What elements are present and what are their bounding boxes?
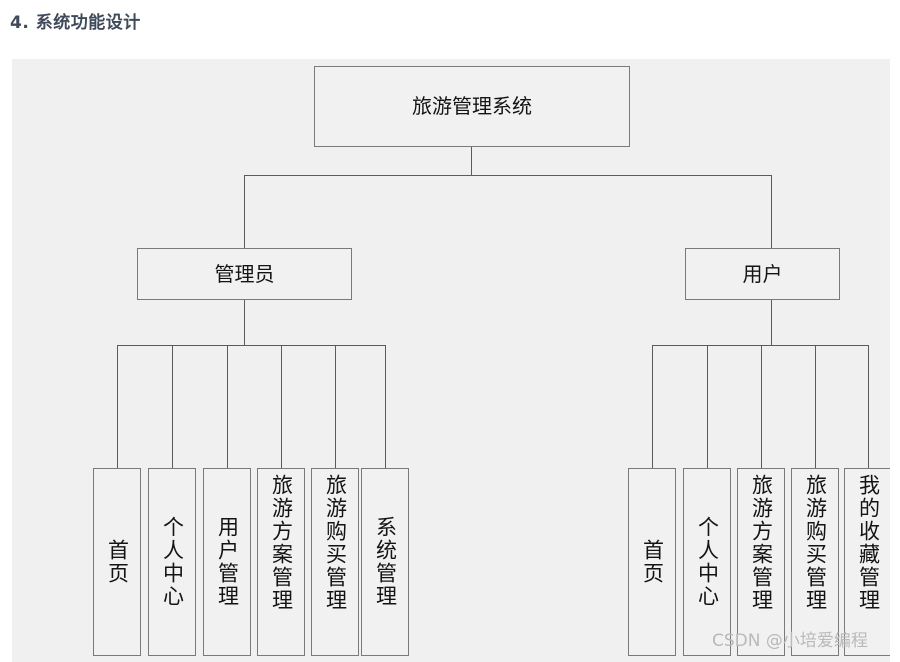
- tree-leaf-admin-3[interactable]: 旅游方案管理: [257, 468, 305, 656]
- tree-leaf-user-4[interactable]: 我的收藏管理: [844, 468, 890, 656]
- connector-user-riser: [771, 175, 772, 248]
- tree-leaf-admin-5[interactable]: 系统管理: [361, 468, 409, 656]
- connector-user-leaf-riser-0: [652, 345, 653, 468]
- tree-leaf-user-3-label: 旅游购买管理: [803, 474, 828, 612]
- tree-leaf-user-0[interactable]: 首页: [628, 468, 676, 656]
- connector-admin-leaf-riser-1: [172, 345, 173, 468]
- tree-node-root[interactable]: 旅游管理系统: [314, 66, 630, 147]
- connector-admin-riser: [244, 175, 245, 248]
- tree-leaf-admin-3-label: 旅游方案管理: [269, 474, 294, 612]
- page-title: 4. 系统功能设计: [10, 13, 141, 33]
- connector-admin-leaf-riser-5: [385, 345, 386, 468]
- connector-user-leaf-riser-1: [707, 345, 708, 468]
- tree-node-root-label: 旅游管理系统: [412, 94, 532, 118]
- tree-node-user-label: 用户: [742, 261, 783, 286]
- tree-leaf-user-3[interactable]: 旅游购买管理: [791, 468, 839, 656]
- tree-leaf-admin-2-label: 用户管理: [215, 516, 240, 608]
- tree-leaf-admin-1[interactable]: 个人中心: [148, 468, 196, 656]
- connector-user-leaf-riser-3: [815, 345, 816, 468]
- tree-leaf-admin-2[interactable]: 用户管理: [203, 468, 251, 656]
- connector-admin-drop: [244, 300, 245, 345]
- tree-node-admin-label: 管理员: [214, 261, 275, 286]
- tree-leaf-user-0-label: 首页: [640, 539, 665, 585]
- tree-leaf-user-1[interactable]: 个人中心: [683, 468, 731, 656]
- tree-leaf-user-4-label: 我的收藏管理: [856, 474, 881, 612]
- tree-leaf-admin-0[interactable]: 首页: [93, 468, 141, 656]
- connector-root-drop: [471, 147, 472, 175]
- tree-leaf-admin-1-label: 个人中心: [160, 516, 185, 608]
- tree-leaf-user-1-label: 个人中心: [695, 516, 720, 608]
- tree-leaf-user-2[interactable]: 旅游方案管理: [737, 468, 785, 656]
- connector-admin-leaf-riser-0: [117, 345, 118, 468]
- tree-node-admin[interactable]: 管理员: [137, 248, 352, 300]
- connector-user-leaf-riser-4: [868, 345, 869, 468]
- connector-admin-leaf-riser-2: [227, 345, 228, 468]
- connector-admin-leaf-riser-4: [335, 345, 336, 468]
- tree-node-user[interactable]: 用户: [685, 248, 840, 300]
- tree-leaf-admin-5-label: 系统管理: [373, 516, 398, 608]
- tree-leaf-admin-4[interactable]: 旅游购买管理: [311, 468, 359, 656]
- tree-leaf-admin-0-label: 首页: [105, 539, 130, 585]
- connector-admin-leaf-bus: [117, 345, 385, 346]
- connector-user-leaf-bus: [652, 345, 868, 346]
- tree-leaf-admin-4-label: 旅游购买管理: [323, 474, 348, 612]
- connector-admin-leaf-riser-3: [281, 345, 282, 468]
- tree-leaf-user-2-label: 旅游方案管理: [749, 474, 774, 612]
- connector-level2-bus: [244, 175, 772, 176]
- diagram-canvas: 旅游管理系统 管理员 用户 首页 个人中心 用户管理 旅游方案管理 旅游购买管理…: [12, 59, 890, 662]
- connector-user-drop: [771, 300, 772, 345]
- connector-user-leaf-riser-2: [761, 345, 762, 468]
